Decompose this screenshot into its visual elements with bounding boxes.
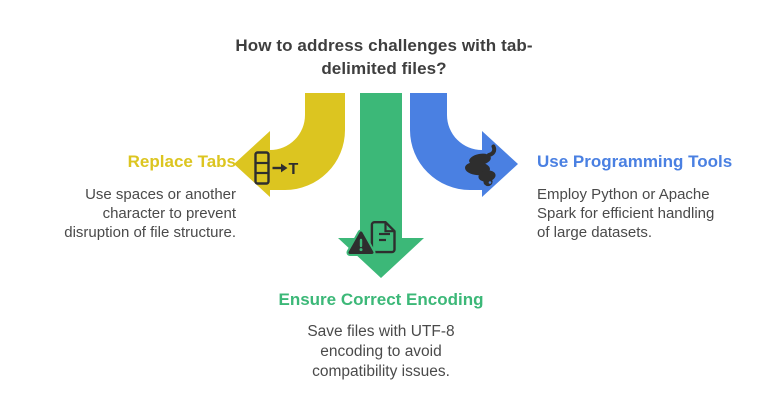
description-line: disruption of file structure. [64, 224, 236, 241]
branch-ensure-correct-encoding: Ensure Correct Encoding Save files with … [264, 290, 498, 382]
document-warning-icon [346, 221, 396, 256]
description-line: Spark for efficient handling [537, 205, 715, 222]
snake-eye [488, 181, 492, 184]
branch-description: Use spaces or another character to preve… [18, 185, 236, 242]
title-line-2: delimited files? [321, 59, 447, 78]
right-arrow-head [281, 163, 288, 173]
ensure-encoding-arrow [338, 93, 424, 278]
description-line: compatibility issues. [312, 363, 450, 380]
replace-tabs-arrow [234, 93, 345, 197]
branch-replace-tabs: Replace Tabs Use spaces or another chara… [18, 152, 236, 242]
branch-heading: Ensure Correct Encoding [278, 290, 484, 309]
branch-description: Save files with UTF-8 encoding to avoid … [264, 322, 498, 382]
document-fold-corner [384, 222, 395, 233]
diagram-title: How to address challenges with tab- deli… [0, 34, 768, 80]
description-line: Save files with UTF-8 [307, 323, 455, 340]
description-line: Use spaces or another [85, 186, 236, 203]
snake-head [483, 176, 493, 187]
branch-use-programming-tools: Use Programming Tools Employ Python or A… [537, 152, 767, 242]
python-snake-icon [465, 144, 497, 187]
tab-column-to-character-icon: T [254, 151, 299, 185]
branch-heading: Replace Tabs [127, 152, 236, 171]
description-line: encoding to avoid [320, 343, 442, 360]
description-line: of large datasets. [537, 224, 653, 241]
character-t-glyph: T [289, 161, 299, 178]
snake-tail [487, 144, 497, 157]
branch-heading: Use Programming Tools [537, 152, 733, 171]
warning-exclamation-dot [359, 248, 363, 252]
title-line-1: How to address challenges with tab- [235, 36, 533, 55]
description-line: character to prevent [102, 205, 236, 222]
tab-column-box [254, 151, 270, 185]
branch-description: Employ Python or Apache Spark for effici… [537, 185, 767, 242]
programming-tools-arrow [410, 93, 518, 197]
description-line: Employ Python or Apache [537, 186, 710, 203]
